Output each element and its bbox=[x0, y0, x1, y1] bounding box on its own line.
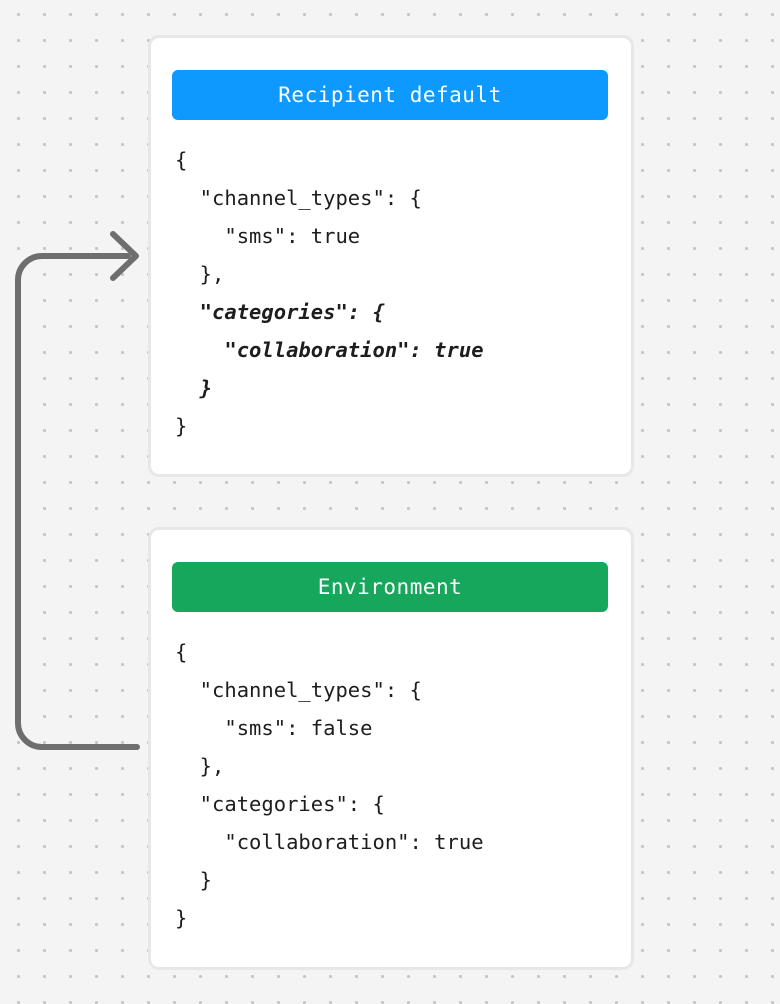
code-line: } bbox=[175, 906, 188, 930]
override-arrow-head-icon bbox=[110, 231, 139, 281]
code-line: "categories": { bbox=[175, 792, 385, 816]
card-badge-recipient-default: Recipient default bbox=[172, 70, 608, 120]
code-line: "channel_types": { bbox=[175, 186, 422, 210]
code-line: }, bbox=[175, 262, 225, 286]
code-line: } bbox=[175, 868, 213, 892]
card-badge-label: Environment bbox=[317, 574, 463, 599]
code-line: } bbox=[175, 376, 213, 400]
card-recipient-default[interactable]: Recipient default { "channel_types": { "… bbox=[148, 35, 634, 477]
code-block-recipient-default: { "channel_types": { "sms": true }, "cat… bbox=[175, 141, 617, 445]
code-block-environment: { "channel_types": { "sms": false }, "ca… bbox=[175, 633, 617, 937]
code-line: } bbox=[175, 414, 188, 438]
code-line: "sms": false bbox=[175, 716, 373, 740]
code-line: { bbox=[175, 148, 188, 172]
card-badge-environment: Environment bbox=[172, 562, 608, 612]
code-line: "categories": { bbox=[175, 300, 385, 324]
code-line: { bbox=[175, 640, 188, 664]
code-line: "collaboration": true bbox=[175, 338, 484, 362]
card-environment[interactable]: Environment { "channel_types": { "sms": … bbox=[148, 527, 634, 970]
code-line: "sms": true bbox=[175, 224, 361, 248]
card-badge-label: Recipient default bbox=[278, 82, 502, 107]
override-arrow-path bbox=[15, 253, 140, 750]
code-line: "channel_types": { bbox=[175, 678, 422, 702]
code-line: "collaboration": true bbox=[175, 830, 484, 854]
code-line: }, bbox=[175, 754, 225, 778]
